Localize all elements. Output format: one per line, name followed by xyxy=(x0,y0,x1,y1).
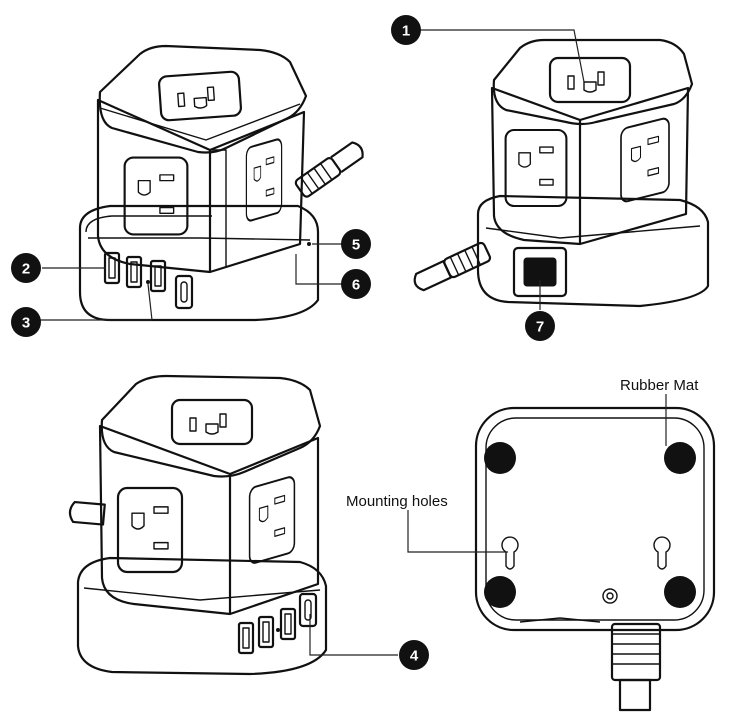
usb-a-port-2 xyxy=(257,615,275,649)
rubber-mat-foot xyxy=(664,576,696,608)
usb-a-port-1 xyxy=(237,621,255,655)
svg-text:1: 1 xyxy=(402,23,410,40)
power-cable xyxy=(293,141,364,200)
leader-lines xyxy=(40,29,667,656)
unit-front-view xyxy=(78,44,364,322)
callout-1: 1 xyxy=(391,15,421,45)
svg-text:7: 7 xyxy=(536,319,544,336)
indicator-dot xyxy=(276,628,280,632)
callout-6: 6 xyxy=(341,269,371,299)
svg-text:5: 5 xyxy=(352,237,360,254)
power-cable xyxy=(413,240,493,292)
rubber-mat-foot xyxy=(484,576,516,608)
callout-7: 7 xyxy=(525,311,555,341)
rubber-mat-foot xyxy=(664,442,696,474)
unit-rear-view xyxy=(413,38,710,308)
rubber-mat-label: Rubber Mat xyxy=(620,377,699,394)
mounting-holes-label: Mounting holes xyxy=(346,493,448,510)
callout-5: 5 xyxy=(341,229,371,259)
callout-3: 3 xyxy=(11,307,41,337)
callout-4: 4 xyxy=(399,640,429,670)
svg-text:4: 4 xyxy=(410,648,419,665)
power-cable xyxy=(519,617,662,712)
usb-a-port-1 xyxy=(103,251,121,285)
usb-a-port-2 xyxy=(125,255,143,289)
indicator-dot xyxy=(146,280,150,284)
rubber-mat-foot xyxy=(484,442,516,474)
mounting-hole xyxy=(501,536,519,570)
svg-text:6: 6 xyxy=(352,277,360,294)
indicator-dot xyxy=(307,242,311,246)
unit-bottom-view xyxy=(474,406,716,712)
usb-a-port-3 xyxy=(279,607,297,641)
power-cable xyxy=(68,500,106,526)
usb-c-port xyxy=(174,274,194,310)
svg-text:3: 3 xyxy=(22,315,30,332)
unit-side-view xyxy=(68,374,328,676)
usb-c-port xyxy=(298,592,318,628)
screw xyxy=(602,588,618,604)
mounting-hole xyxy=(653,536,671,570)
svg-text:2: 2 xyxy=(22,261,30,278)
callout-2: 2 xyxy=(11,253,41,283)
